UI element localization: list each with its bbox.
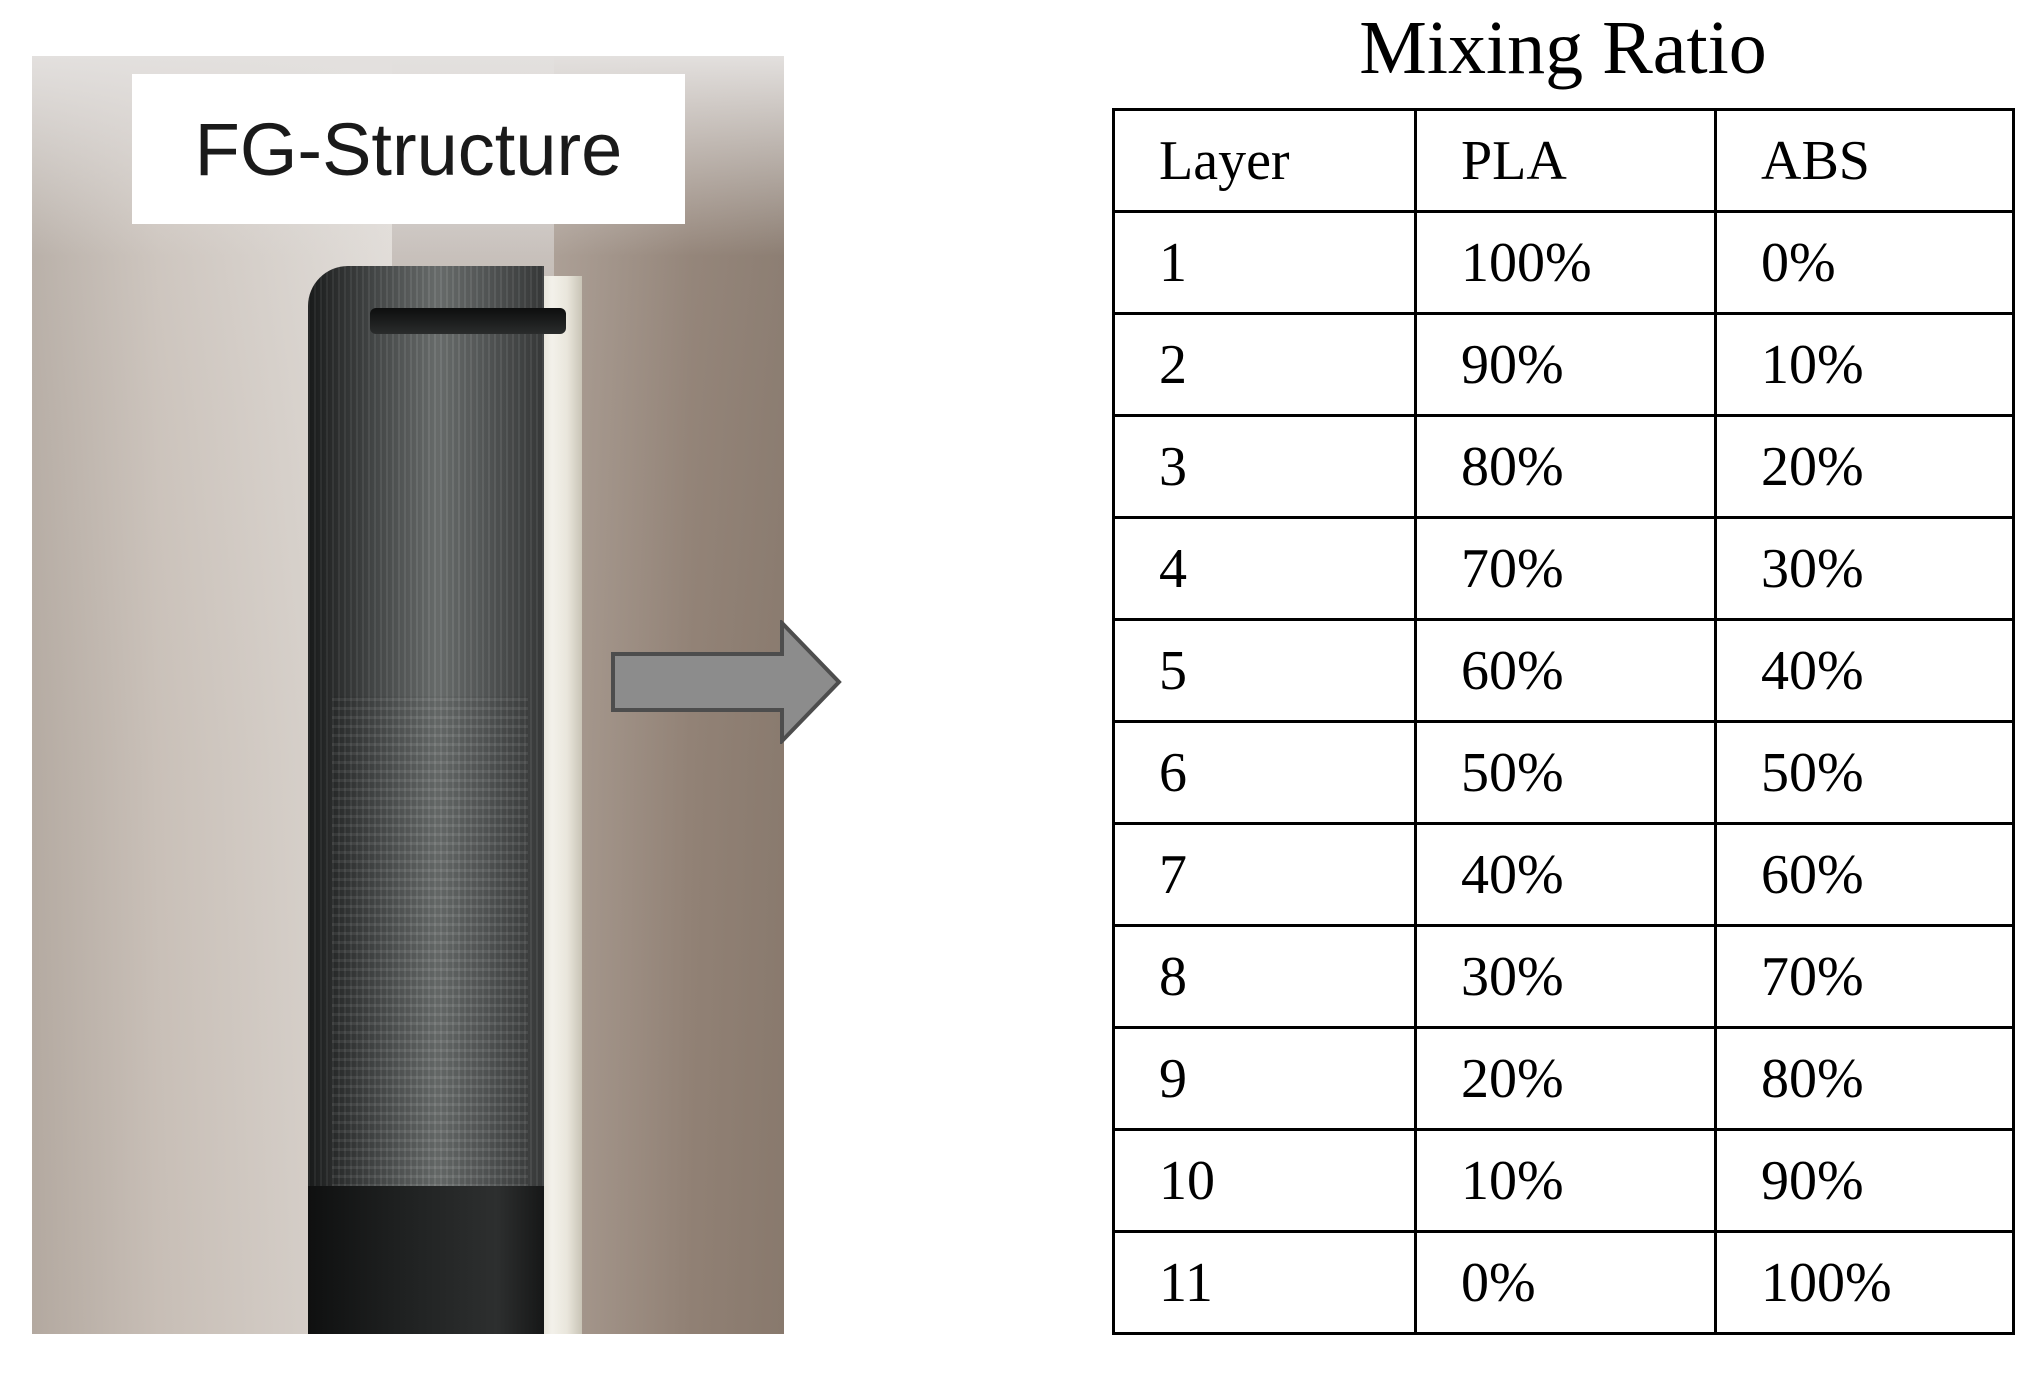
cell-layer: 6 <box>1112 720 1417 825</box>
specimen-body <box>308 266 544 1334</box>
cell-abs: 30% <box>1714 516 2015 621</box>
cell-pla: 30% <box>1414 924 1717 1029</box>
cell-pla: 100% <box>1414 210 1717 315</box>
cell-abs: 10% <box>1714 312 2015 417</box>
cell-pla: 60% <box>1414 618 1717 723</box>
cell-pla: 10% <box>1414 1128 1717 1233</box>
specimen-bottom-layer <box>308 1186 544 1334</box>
cell-abs: 40% <box>1714 618 2015 723</box>
cell-abs: 60% <box>1714 822 2015 927</box>
header-pla: PLA <box>1414 108 1717 213</box>
arrow-shape <box>611 620 842 744</box>
header-layer: Layer <box>1112 108 1417 213</box>
right-arrow-icon <box>611 620 842 744</box>
cell-layer: 7 <box>1112 822 1417 927</box>
cell-abs: 90% <box>1714 1128 2015 1233</box>
cell-layer: 9 <box>1112 1026 1417 1131</box>
cell-layer: 2 <box>1112 312 1417 417</box>
cell-abs: 0% <box>1714 210 2015 315</box>
cell-pla: 80% <box>1414 414 1717 519</box>
specimen-mesh-texture <box>332 696 528 1196</box>
cell-pla: 20% <box>1414 1026 1717 1131</box>
cell-pla: 50% <box>1414 720 1717 825</box>
cell-layer: 4 <box>1112 516 1417 621</box>
photo-label: FG-Structure <box>194 107 623 191</box>
specimen-photo: FG-Structure <box>32 56 784 1334</box>
cell-layer: 3 <box>1112 414 1417 519</box>
cell-abs: 70% <box>1714 924 2015 1029</box>
cell-abs: 20% <box>1714 414 2015 519</box>
cell-layer: 10 <box>1112 1128 1417 1233</box>
cell-pla: 40% <box>1414 822 1717 927</box>
cell-abs: 80% <box>1714 1026 2015 1131</box>
cell-pla: 0% <box>1414 1230 1717 1335</box>
specimen-top-cap <box>370 308 566 334</box>
cell-pla: 90% <box>1414 312 1717 417</box>
header-abs: ABS <box>1714 108 2015 213</box>
cell-layer: 1 <box>1112 210 1417 315</box>
table-title: Mixing Ratio <box>1359 6 1767 90</box>
cell-layer: 8 <box>1112 924 1417 1029</box>
cell-abs: 100% <box>1714 1230 2015 1335</box>
cell-abs: 50% <box>1714 720 2015 825</box>
cell-layer: 5 <box>1112 618 1417 723</box>
table-header-row: Layer PLA ABS <box>1112 108 2015 213</box>
cell-pla: 70% <box>1414 516 1717 621</box>
cell-layer: 11 <box>1112 1230 1417 1335</box>
photo-label-box: FG-Structure <box>132 74 685 224</box>
